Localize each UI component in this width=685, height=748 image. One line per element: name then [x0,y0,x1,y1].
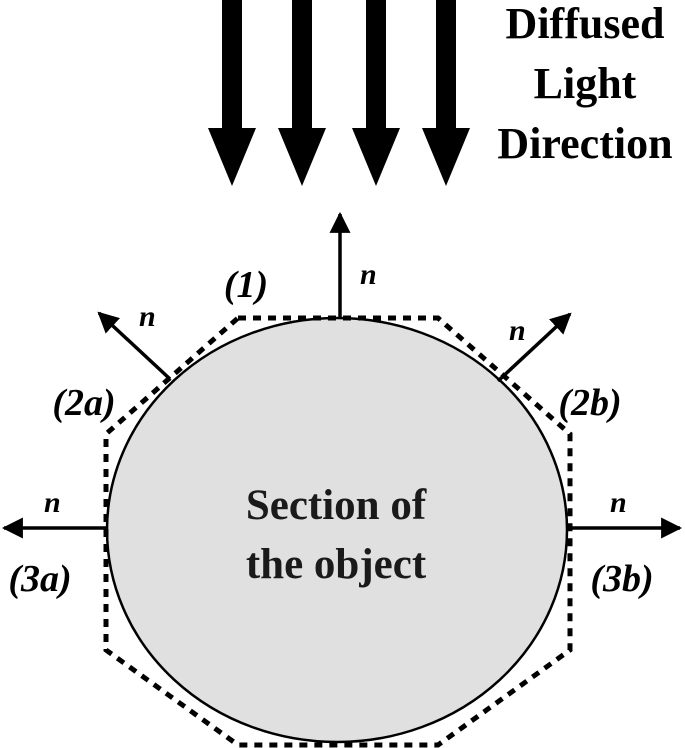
dotted-octagon-outline [103,315,573,748]
title-line-2: Light [534,59,637,108]
normal-label-left: n [44,486,61,519]
normal-label-top: n [360,258,377,291]
region-label-2b: (2b) [558,382,621,424]
title-line-3: Direction [497,119,672,168]
normal-arrow-upper-right [496,312,572,383]
down-arrow-icon [278,0,326,186]
light-direction-arrows [208,0,470,186]
region-label-2a: (2a) [52,382,115,424]
object-section-circle [105,316,569,744]
region-label-1: (1) [224,264,268,306]
normal-arrow-upper-left [97,311,172,381]
normal-label-upper-right: n [509,314,526,347]
down-arrow-icon [352,0,400,186]
down-arrow-icon [422,0,470,186]
object-label-line-2: the object [246,541,427,588]
title-line-1: Diffused [506,0,665,48]
region-label-3a: (3a) [8,558,71,600]
region-label-3b: (3b) [590,558,653,600]
normal-vectors [1,211,683,539]
normal-label-upper-left: n [139,300,156,333]
down-arrow-icon [208,0,256,186]
normal-label-right: n [610,486,627,519]
object-label-line-1: Section of [246,482,427,529]
